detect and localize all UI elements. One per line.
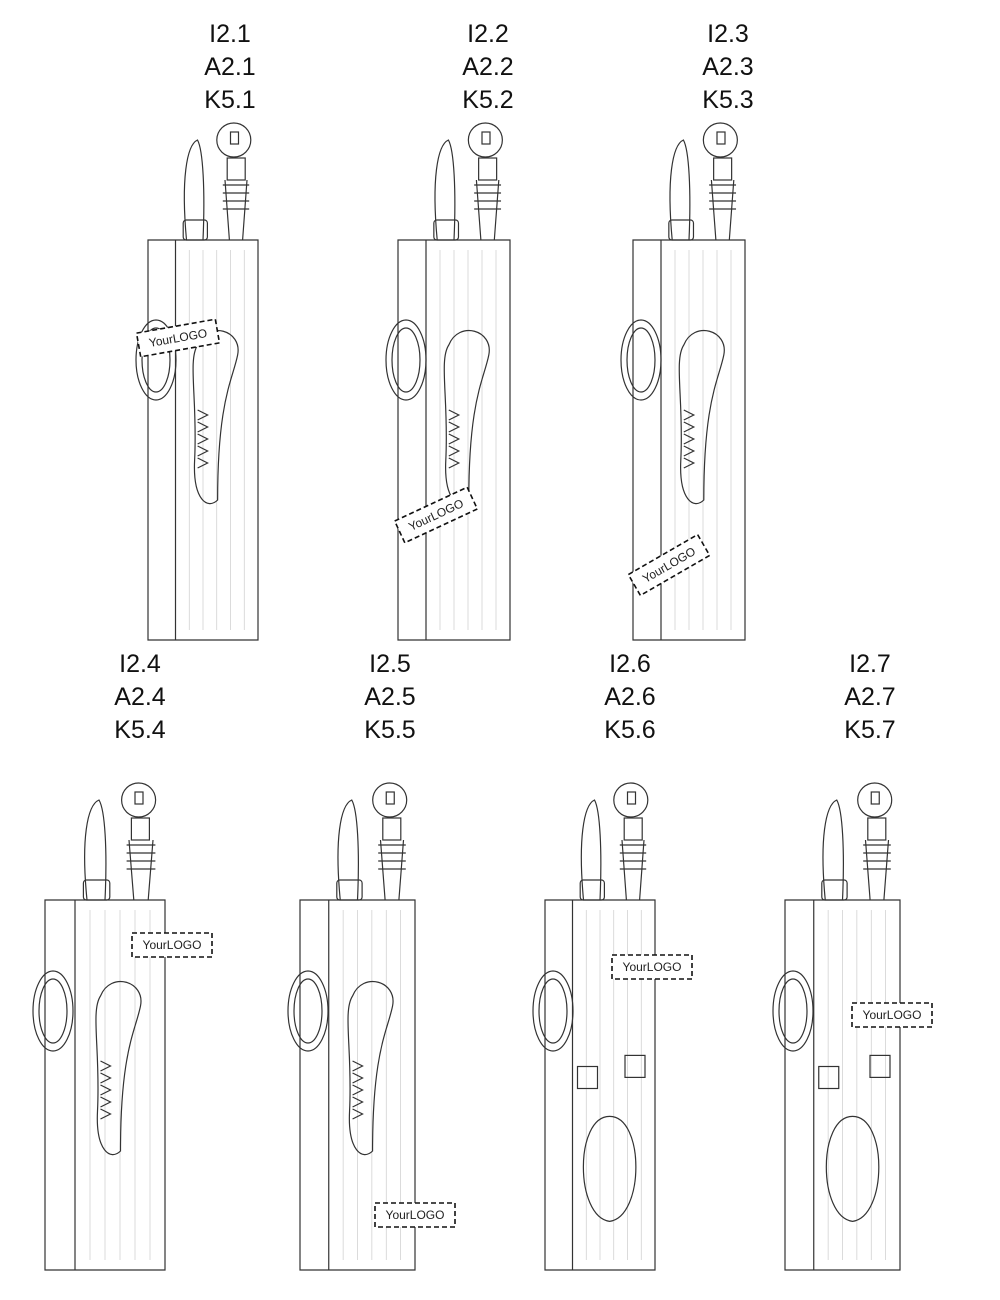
wooden-block	[299, 899, 416, 1271]
stopper-icon	[372, 782, 408, 818]
item-code: K5.7	[844, 716, 896, 744]
logo-placeholder-text: YourLOGO	[623, 960, 682, 974]
item-code: K5.5	[364, 716, 416, 744]
pourer-icon	[337, 799, 359, 901]
item-code: I2.1	[209, 20, 251, 48]
drip-ring-icon	[532, 970, 574, 1052]
pourer-icon	[434, 139, 456, 241]
drip-ring-icon	[385, 319, 427, 401]
pourer-icon	[84, 799, 107, 901]
corkscrew-icon	[192, 329, 239, 505]
logo-placeholder: YourLOGO	[135, 318, 221, 358]
item-code: I2.5	[369, 650, 411, 678]
stopper-icon	[613, 782, 649, 818]
item-code: K5.3	[702, 86, 754, 114]
item-code: A2.4	[114, 683, 166, 711]
stopper-icon	[216, 122, 252, 158]
logo-placeholder-text: YourLOGO	[143, 938, 202, 952]
item-code: A2.2	[462, 53, 514, 81]
corkscrew-icon	[95, 980, 142, 1156]
wine-set-drawing: YourLOGO	[532, 782, 693, 1271]
corkscrew-icon	[347, 980, 394, 1156]
logo-placeholder: YourLOGO	[131, 932, 213, 958]
item-code: I2.2	[467, 20, 509, 48]
pourer-icon	[822, 799, 844, 901]
item-code: A2.1	[204, 53, 256, 81]
wooden-block	[632, 239, 746, 641]
stopper-icon	[857, 782, 893, 818]
drip-ring-icon	[620, 319, 662, 401]
logo-placeholder: YourLOGO	[374, 1202, 456, 1228]
item-code: I2.6	[609, 650, 651, 678]
drip-ring-icon	[32, 970, 74, 1052]
wine-set-drawing: YourLOGO	[620, 122, 746, 641]
item-code: K5.2	[462, 86, 514, 114]
wine-set-drawing: YourLOGO	[32, 782, 213, 1271]
corkscrew-icon	[678, 329, 725, 505]
stopper-icon	[702, 122, 738, 158]
wooden-block	[784, 899, 901, 1271]
logo-placeholder: YourLOGO	[627, 533, 711, 597]
item-code: K5.4	[114, 716, 166, 744]
item-code: A2.5	[364, 683, 416, 711]
item-code: K5.1	[204, 86, 256, 114]
item-code: A2.6	[604, 683, 656, 711]
logo-placeholder-text: YourLOGO	[386, 1208, 445, 1222]
corkscrew-icon	[443, 329, 490, 505]
pourer-icon	[580, 799, 602, 901]
logo-placeholder: YourLOGO	[393, 486, 479, 544]
wooden-block	[544, 899, 656, 1271]
logo-placeholder: YourLOGO	[611, 954, 693, 980]
logo-placeholder: YourLOGO	[851, 1002, 933, 1028]
drip-ring-icon	[287, 970, 329, 1052]
pourer-icon	[669, 139, 691, 241]
wooden-block	[147, 239, 259, 641]
item-code: I2.4	[119, 650, 161, 678]
wooden-block	[44, 899, 166, 1271]
item-code: I2.3	[707, 20, 749, 48]
wine-set-drawing: YourLOGO	[772, 782, 933, 1271]
wine-set-drawing: YourLOGO	[135, 122, 259, 641]
foil-cutter-icon	[825, 1115, 880, 1223]
stopper-icon	[121, 782, 157, 818]
pourer-icon	[183, 139, 205, 241]
item-code: A2.7	[844, 683, 896, 711]
drip-ring-icon	[772, 970, 814, 1052]
wine-set-drawing: YourLOGO	[287, 782, 456, 1271]
foil-cutter-icon	[582, 1115, 637, 1223]
wine-set-drawing: YourLOGO	[385, 122, 511, 641]
item-code: A2.3	[702, 53, 754, 81]
drip-ring-icon	[135, 319, 177, 401]
item-code: K5.6	[604, 716, 656, 744]
wooden-block	[397, 239, 511, 641]
stopper-icon	[467, 122, 503, 158]
logo-placeholder-text: YourLOGO	[863, 1008, 922, 1022]
item-code: I2.7	[849, 650, 891, 678]
